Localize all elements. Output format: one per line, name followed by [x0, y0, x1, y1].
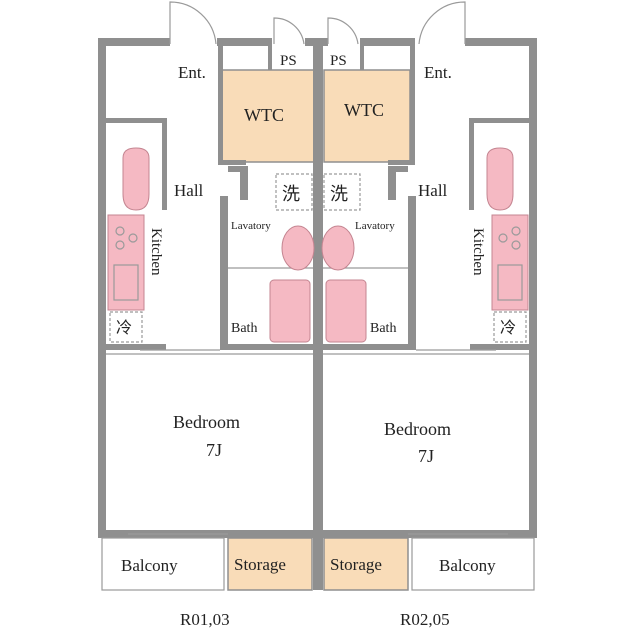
- wall-lav-right-top: [388, 166, 408, 172]
- label-balcony-right: Balcony: [439, 556, 496, 575]
- toilet-left: [122, 147, 150, 211]
- wtc-room-right: [323, 69, 411, 163]
- sink-right: [497, 264, 523, 301]
- wall-kitchen-right-bottom: [470, 344, 529, 350]
- wall-hall-left: [162, 118, 167, 210]
- wall-lav-right-diag: [388, 166, 396, 200]
- label-ps-left: PS: [280, 53, 297, 69]
- entrance-door-right: [418, 1, 466, 45]
- wall-lav-left-outer: [220, 196, 228, 348]
- wall-lav-left-diag: [240, 166, 248, 200]
- stove-burner-right-b: [498, 233, 508, 243]
- wall-wtc-right-side: [410, 46, 415, 164]
- label-kitchen-left: Kitchen: [148, 228, 164, 276]
- stove-burner-left-b: [128, 233, 138, 243]
- label-bedroom-left: Bedroom: [173, 412, 240, 432]
- wtc-room-left: [221, 69, 316, 163]
- label-storage-left: Storage: [234, 555, 286, 574]
- toilet-right: [486, 147, 514, 211]
- label-fridge-left: 冷: [116, 319, 132, 337]
- label-ps-right: PS: [330, 53, 347, 69]
- bathtub-right: [325, 279, 367, 343]
- wall-right: [529, 38, 537, 538]
- fridge-box-right: [493, 311, 527, 343]
- label-storage-right: Storage: [330, 555, 382, 574]
- wall-lav-left-top: [228, 166, 248, 172]
- washer-box-left: [275, 173, 313, 211]
- wall-wtc-left-side: [218, 46, 223, 164]
- stove-burner-left-a: [115, 226, 125, 236]
- wall-top-e: [465, 38, 537, 46]
- wall-bath-right-bottom: [323, 344, 416, 350]
- unit-code-left: R01,03: [180, 610, 230, 629]
- sink-left: [113, 264, 139, 301]
- wall-kitchen-right-top: [470, 118, 529, 123]
- wall-ps-left: [268, 46, 272, 70]
- stove-burner-right-c: [511, 240, 521, 250]
- label-entrance-left: Ent.: [178, 63, 206, 82]
- entrance-door-left: [169, 1, 217, 45]
- label-bedroom-size-left: 7J: [206, 440, 222, 460]
- wall-top-d: [360, 38, 415, 46]
- label-bedroom-size-right: 7J: [418, 446, 434, 466]
- stove-burner-right-a: [511, 226, 521, 236]
- wall-kitchen-left-top: [106, 118, 166, 123]
- label-washer-left: 洗: [282, 184, 300, 204]
- stove-burner-left-c: [115, 240, 125, 250]
- fridge-box-left: [109, 311, 143, 343]
- label-kitchen-right: Kitchen: [470, 228, 486, 276]
- label-entrance-right: Ent.: [424, 63, 452, 82]
- ps-door-left: [273, 17, 305, 45]
- ps-door-right: [327, 17, 359, 45]
- label-hall-right: Hall: [418, 181, 448, 200]
- wall-lav-right-outer: [408, 196, 416, 348]
- balcony-right: [411, 537, 535, 591]
- washbasin-right: [321, 225, 355, 271]
- label-balcony-left: Balcony: [121, 556, 178, 575]
- wall-top-b: [217, 38, 272, 46]
- wall-left: [98, 38, 106, 538]
- label-bedroom-right: Bedroom: [384, 419, 451, 439]
- wall-bath-left-bottom: [220, 344, 315, 350]
- label-wtc-left: WTC: [244, 105, 284, 125]
- label-wtc-right: WTC: [344, 100, 384, 120]
- label-washer-right: 洗: [330, 184, 348, 204]
- bathtub-left: [269, 279, 311, 343]
- wall-center: [313, 38, 323, 590]
- label-lavatory-left: Lavatory: [231, 220, 271, 232]
- washer-box-right: [323, 173, 361, 211]
- label-lavatory-right: Lavatory: [355, 220, 395, 232]
- wall-hall-right: [469, 118, 474, 210]
- balcony-left: [101, 537, 225, 591]
- wall-top-a: [98, 38, 170, 46]
- wall-kitchen-left-bottom: [106, 344, 166, 350]
- label-fridge-right: 冷: [500, 319, 516, 337]
- washbasin-left: [281, 225, 315, 271]
- wall-wtc-right-bottom: [388, 160, 415, 165]
- wall-ps-right: [360, 46, 364, 70]
- storage-room-right: [323, 537, 409, 591]
- label-bath-right: Bath: [370, 321, 396, 336]
- wall-wtc-left-bottom: [218, 160, 246, 165]
- label-bath-left: Bath: [231, 321, 257, 336]
- unit-code-right: R02,05: [400, 610, 450, 629]
- label-hall-left: Hall: [174, 181, 204, 200]
